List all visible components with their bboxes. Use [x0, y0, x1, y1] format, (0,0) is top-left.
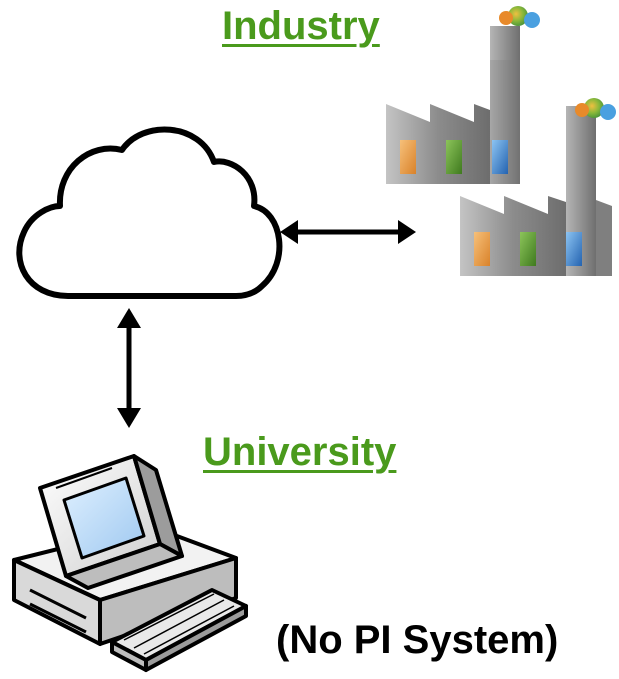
factory-icon [460, 98, 616, 276]
no-pi-system-note: (No PI System) [276, 618, 559, 662]
industry-label: Industry [222, 4, 380, 48]
desktop-computer-icon [12, 454, 248, 672]
arrow-cloud-university [117, 308, 141, 428]
university-label: University [203, 430, 397, 474]
cloud-icon [16, 126, 283, 299]
factory-icon [386, 6, 540, 184]
arrow-cloud-industry [280, 220, 416, 244]
